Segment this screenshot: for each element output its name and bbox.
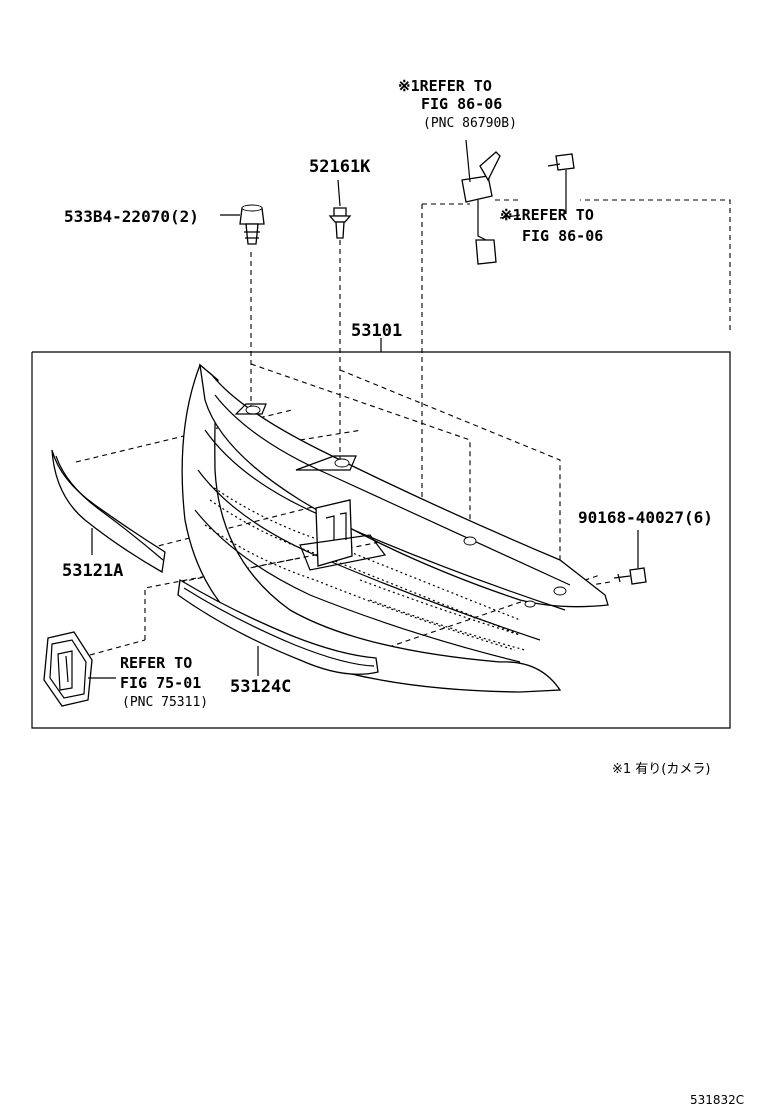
- lower-molding: [177, 578, 379, 676]
- emblem-refer-line2: FIG 75-01: [120, 674, 201, 692]
- emblem-mount: [299, 499, 387, 571]
- grille-mount-tabs: [234, 403, 567, 608]
- footnote: ※1 有り(カメラ): [612, 762, 710, 777]
- label-grille-assy: 53101: [351, 321, 402, 341]
- emblem-refer-line1: REFER TO: [120, 654, 192, 672]
- screw-part: [613, 530, 647, 585]
- figure-code: 531832C: [690, 1093, 744, 1107]
- fastener-part: [239, 204, 265, 245]
- camera-refer-top-line3: (PNC 86790B): [423, 116, 517, 131]
- label-screw: 90168-40027(6): [578, 508, 713, 527]
- camera-refer-top-line1: ※1REFER TO: [398, 77, 492, 95]
- emblem-refer-line3: (PNC 75311): [122, 695, 208, 710]
- camera-refer-side-line2: FIG 86-06: [522, 227, 603, 245]
- assembly-frame: [31, 338, 731, 729]
- clip-part: [328, 179, 352, 239]
- label-fastener: 533B4-22070(2): [64, 207, 199, 226]
- emblem-part: [43, 631, 116, 707]
- radiator-grille: [181, 363, 609, 693]
- camera-refer-top-line2: FIG 86-06: [421, 95, 502, 113]
- label-lower-molding: 53124C: [230, 677, 291, 697]
- upper-molding: [51, 449, 166, 574]
- camera-part: [461, 139, 501, 265]
- label-clip: 52161K: [309, 157, 371, 177]
- leader-lines: [220, 214, 521, 219]
- assembly-dashed-lines: [75, 199, 731, 656]
- label-upper-molding: 53121A: [62, 561, 123, 581]
- camera-screw: [547, 153, 575, 214]
- camera-refer-side-line1: ※1REFER TO: [500, 206, 594, 224]
